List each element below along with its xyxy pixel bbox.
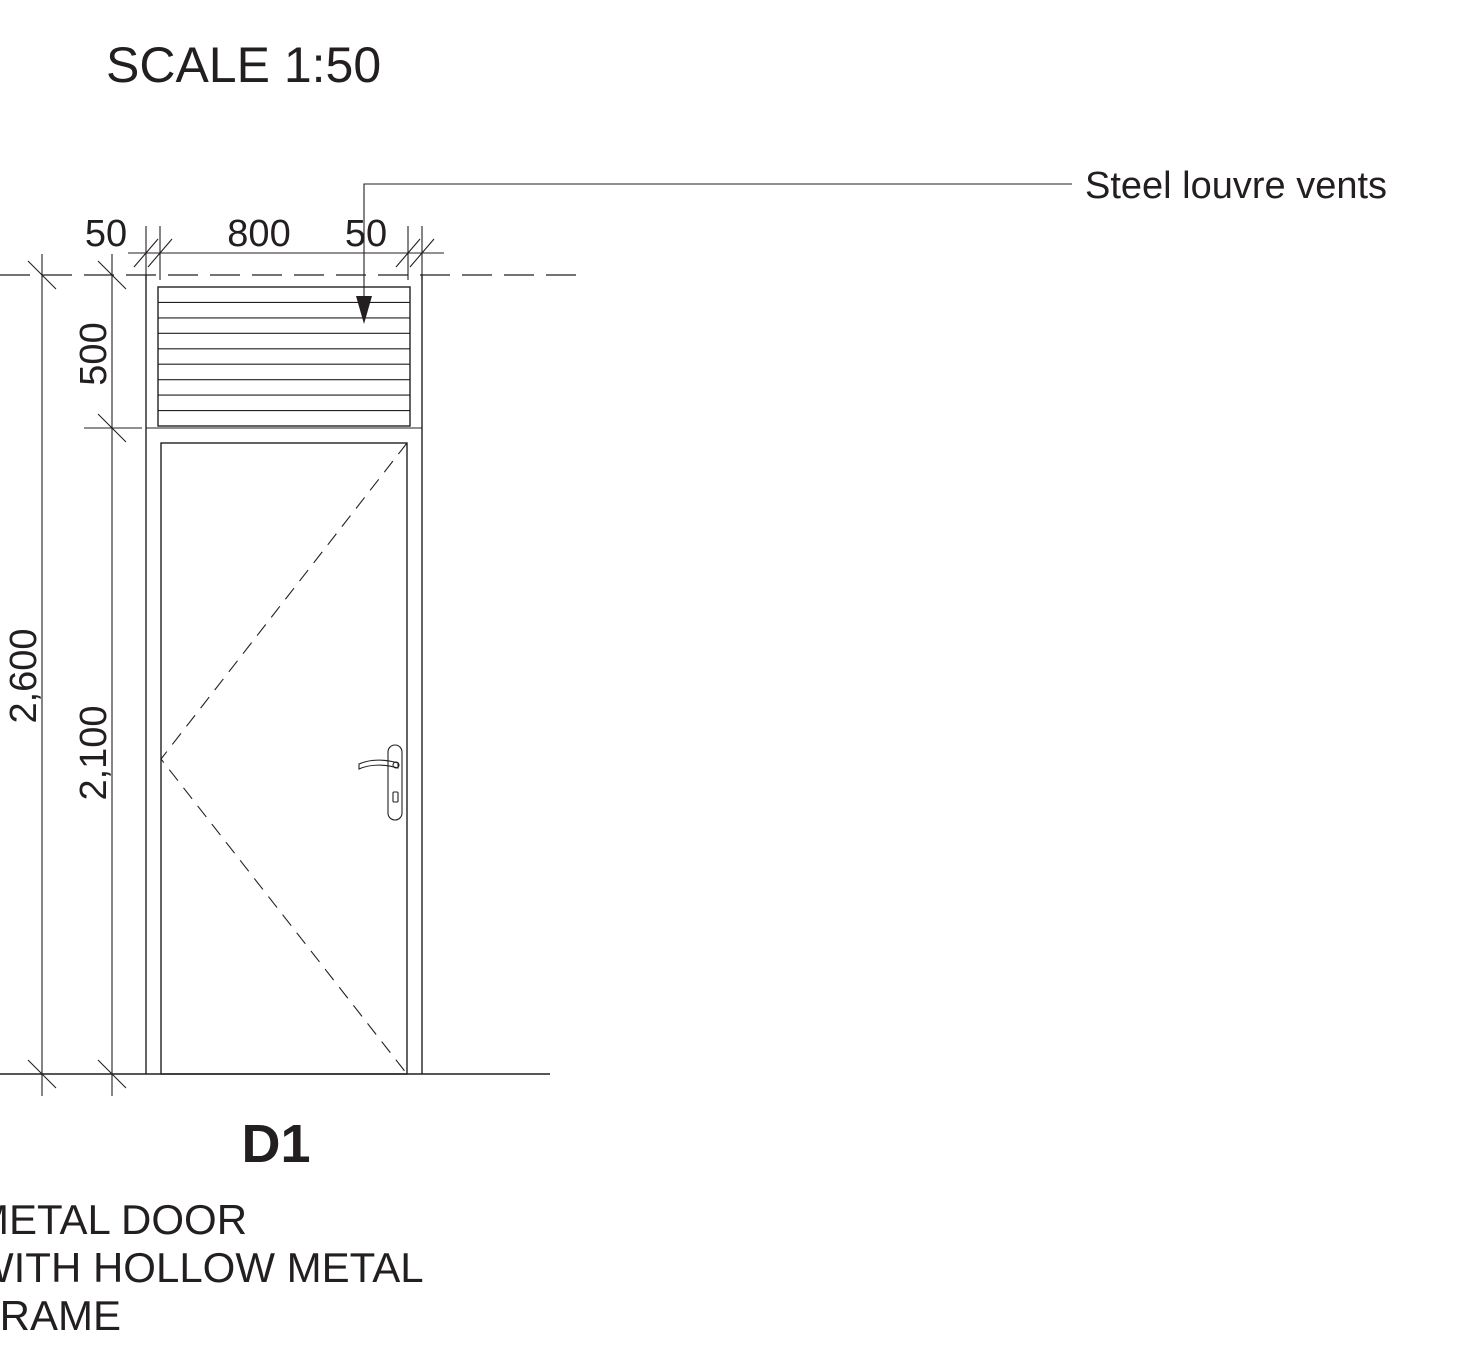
dim-door-height: 2,100 [73,705,115,800]
door-handle-icon [358,744,403,821]
door-frame [145,275,423,1074]
louvre-panel [157,286,411,427]
door-tag: D1 [241,1114,310,1174]
dim-louvre-height: 500 [73,322,115,385]
horizontal-dimension-chain [128,226,444,280]
partial-height-dimension [84,254,142,1096]
dim-left-frame: 50 [85,213,127,255]
louvre-callout-leader [356,183,1072,324]
dim-right-frame: 50 [345,213,387,255]
door-swing-indication [160,442,408,1075]
dim-door-width: 800 [227,213,290,255]
door-leaf [160,442,408,1075]
louvre-slats [158,301,410,412]
scale-label: SCALE 1:50 [106,37,381,93]
overall-height-dimension [27,254,57,1096]
description-line-2: WITH HOLLOW METAL [0,1244,422,1291]
louvre-callout-text: Steel louvre vents [1085,165,1387,207]
door-description: METAL DOOR WITH HOLLOW METAL FRAME [0,1196,434,1339]
dim-overall-height: 2,600 [3,628,45,723]
description-line-1: METAL DOOR [0,1196,247,1243]
description-line-3: FRAME [0,1292,121,1339]
